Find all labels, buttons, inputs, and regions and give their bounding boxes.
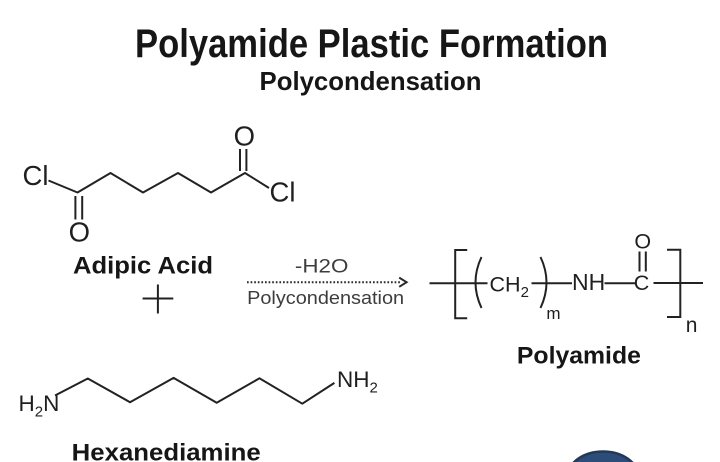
svg-text:-H2O: -H2O xyxy=(295,257,349,278)
svg-text:Polycondensation: Polycondensation xyxy=(247,288,404,308)
svg-text:O: O xyxy=(69,216,90,247)
svg-text:NH: NH xyxy=(572,269,605,295)
svg-text:Hexanediamine: Hexanediamine xyxy=(72,440,261,462)
svg-text:Adipic Acid: Adipic Acid xyxy=(73,252,213,279)
svg-text:n: n xyxy=(686,314,698,337)
svg-text:NH2: NH2 xyxy=(337,367,378,397)
svg-text:Polycondensation: Polycondensation xyxy=(260,66,482,96)
svg-text:m: m xyxy=(546,304,560,323)
svg-text:C: C xyxy=(634,271,650,295)
svg-text:Cl: Cl xyxy=(23,160,49,191)
svg-text:H2N: H2N xyxy=(19,391,60,421)
svg-text:O: O xyxy=(634,229,651,253)
svg-text:Cl: Cl xyxy=(270,177,296,208)
svg-text:Polyamide: Polyamide xyxy=(517,342,641,369)
svg-text:CH2: CH2 xyxy=(490,273,529,302)
svg-text:Polyamide Plastic Formation: Polyamide Plastic Formation xyxy=(135,22,608,66)
svg-text:O: O xyxy=(234,121,255,152)
